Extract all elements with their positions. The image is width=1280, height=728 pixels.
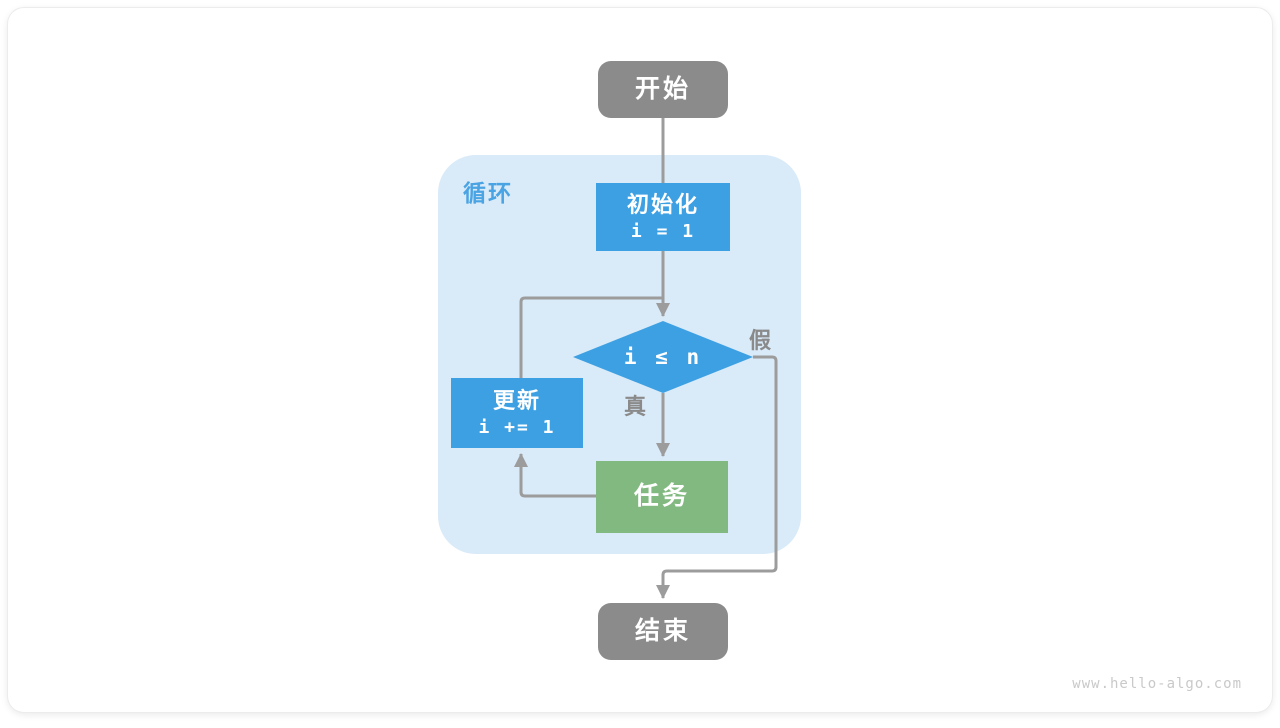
node-end: 结束: [598, 603, 728, 660]
screenshot-card: 循环 开始 初始化 i = 1 i ≤ n 假 真: [8, 8, 1272, 712]
site-watermark: www.hello-algo.com: [1072, 676, 1242, 692]
loop-container-label: 循环: [463, 174, 513, 208]
edge-label-false: 假: [749, 323, 772, 355]
node-condition-code: i ≤ n: [624, 345, 702, 369]
node-update-label: 更新: [493, 387, 541, 415]
edge-task-to-update: [521, 454, 596, 496]
flowchart-stage: 循环 开始 初始化 i = 1 i ≤ n 假 真: [8, 8, 1272, 712]
node-task: 任务: [596, 461, 728, 533]
node-init-code: i = 1: [631, 221, 695, 244]
edge-label-true: 真: [624, 389, 647, 421]
node-start-label: 开始: [635, 74, 691, 105]
node-task-label: 任务: [634, 481, 690, 512]
node-update: 更新 i += 1: [451, 378, 583, 448]
node-update-code: i += 1: [478, 417, 555, 440]
node-init-label: 初始化: [627, 191, 699, 219]
node-end-label: 结束: [635, 616, 691, 647]
node-init: 初始化 i = 1: [596, 183, 730, 251]
node-start: 开始: [598, 61, 728, 118]
